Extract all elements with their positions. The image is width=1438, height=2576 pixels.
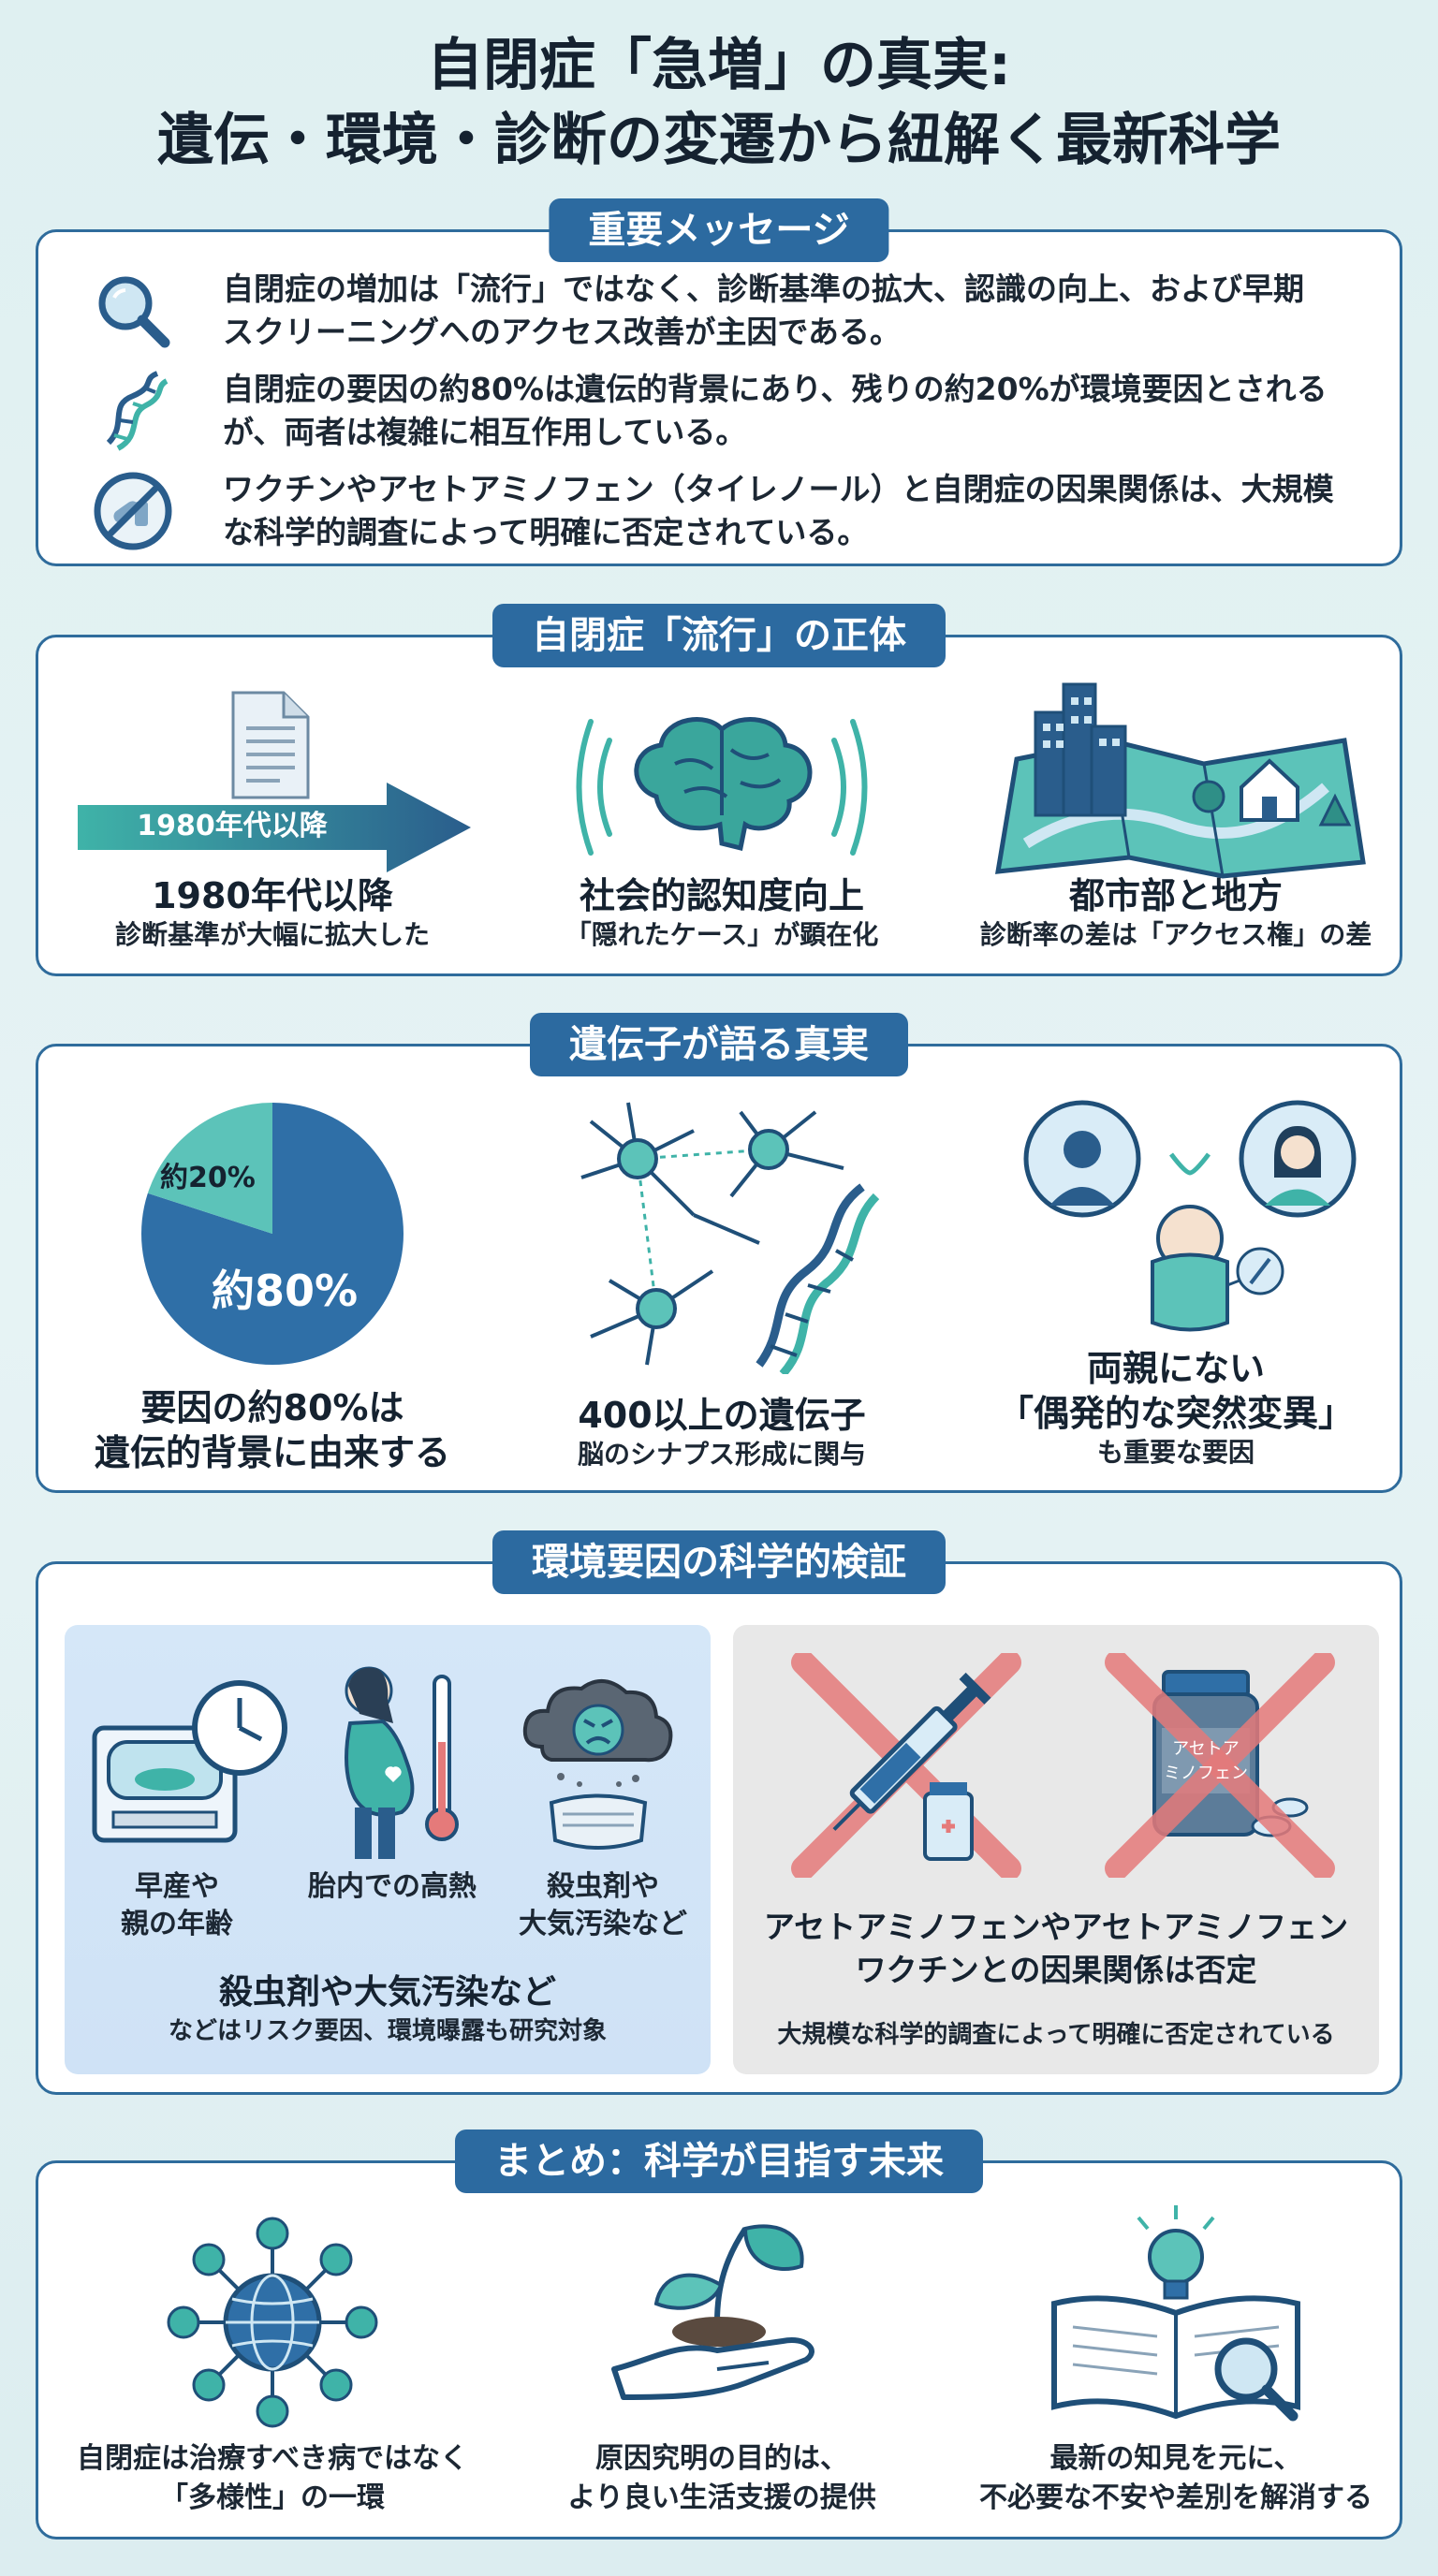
page-title: 自閉症「急増」の真実: 遺伝・環境・診断の変遷から紐解く最新科学 [0,28,1438,178]
genes-col-3: 両親にない 「偶発的な突然変異」 も重要な要因 [997,1348,1354,1468]
pregnant-thermometer-icon [345,1666,459,1859]
genes-col-1: 要因の約80%は 遺伝的背景に由来する [94,1387,450,1473]
gene-pie [140,1103,404,1365]
key-message-3: ワクチンやアセトアミノフェン（タイレノール）と自閉症の因果関係は、大規模 な科学… [90,468,1382,554]
genes-col-2: 400以上の遺伝子 脳のシナプス形成に関与 [577,1395,866,1470]
epidemic-col-3: 都市部と地方 診断率の差は「アクセス権」の差 [979,875,1372,950]
denied-summary: アセトアミノフェンやアセトアミノフェン ワクチンとの因果関係は否定 [763,1909,1349,1988]
document-icon [231,691,310,799]
summary-col-1: 自閉症は治療すべき病ではなく 「多様性」の一環 [77,2442,468,2514]
environment-heading: 環境要因の科学的検証 [492,1530,946,1594]
globe-people-icon [167,2217,378,2428]
risk-item-3: 殺虫剤や 大気汚染など [519,1870,687,1940]
summary-heading: まとめ：科学が目指す未来 [455,2130,983,2193]
environment-risk-panel: 早産や 親の年齢 胎内での高熱 殺虫剤や 大気汚染など 殺虫剤や大気汚染など な… [65,1625,711,2074]
epidemic-col-2: 社会的認知度向上 「隠れたケース」が顕在化 [565,875,879,950]
genes-section: 遺伝子が語る真実 約20% 約80% [36,1013,1402,1493]
summary-col-3: 最新の知見を元に、 不必要な不安や差別を解消する [979,2442,1372,2514]
key-message-2: 自閉症の要因の約80%は遺伝的背景にあり、残りの約20%が環境要因とされる が、… [90,368,1382,454]
pie-label-20: 約20% [160,1162,256,1194]
pollution-mask-icon [522,1679,673,1850]
summary-section: まとめ：科学が目指す未来 [36,2130,1402,2539]
key-messages-section: 重要メッセージ 自閉症の増加は「流行」ではなく、診断基準の拡大、認識の向上、およ… [36,198,1402,566]
bottle-label: アセトア ミノフェン [1164,1739,1248,1783]
risk-item-1: 早産や 親の年齢 [121,1870,233,1940]
acetaminophen-crossed-icon [1105,1653,1335,1878]
environment-denied-panel: アセトア ミノフェン アセトアミノフェンやアセトアミノフェン ワクチンとの因果関… [733,1625,1379,2074]
epidemic-heading: 自閉症「流行」の正体 [492,604,946,667]
neuron-dna-icon [580,1102,880,1374]
incubator-clock-icon [92,1680,287,1843]
family-icon [1023,1100,1357,1332]
brain-icon [576,717,868,856]
environment-section: 環境要因の科学的検証 [36,1530,1402,2095]
risk-summary: 殺虫剤や大気汚染など などはリスク要因、環境曝露も研究対象 [168,1973,607,2045]
title-line-2: 遺伝・環境・診断の変遷から紐解く最新科学 [157,108,1281,173]
risk-item-2: 胎内での高熱 [308,1870,477,1903]
title-line-1: 自閉症「急増」の真実: [427,33,1011,98]
epidemic-col-1: 1980年代以降 診断基準が大幅に拡大した [114,875,430,950]
epidemic-section: 自閉症「流行」の正体 1980年代以降 [36,604,1402,976]
summary-col-2: 原因究明の目的は、 より良い生活支援の提供 [567,2442,876,2514]
vaccine-crossed-icon [791,1653,1021,1878]
no-pills-icon [94,472,172,550]
book-lightbulb-icon [1051,2205,1300,2422]
hand-plant-icon [611,2224,814,2400]
genes-heading: 遺伝子が語る真実 [530,1013,908,1076]
key-message-1: 自閉症の増加は「流行」ではなく、診断基準の拡大、認識の向上、および早期 スクリー… [90,268,1382,354]
dna-icon [106,371,169,451]
magnifier-icon [98,276,170,348]
arrow-label: 1980年代以降 [137,810,328,842]
pie-slice-20 [147,1103,272,1234]
denied-note: 大規模な科学的調査によって明確に否定されている [777,2021,1335,2049]
city-map-icon [994,682,1366,879]
pie-slice-80 [140,1103,404,1365]
pie-label-80: 約80% [212,1266,359,1316]
key-messages-heading: 重要メッセージ [549,198,889,262]
timeline-arrow [78,783,471,872]
